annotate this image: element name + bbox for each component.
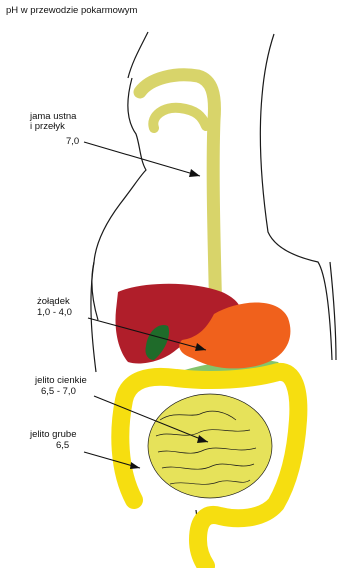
label-large-intestine-name: jelito grube [30, 429, 76, 440]
label-stomach-name: żołądek [37, 296, 70, 307]
esophagus [140, 75, 216, 320]
label-mouth-line2: i przełyk [30, 121, 65, 132]
label-large-intestine-ph: 6,5 [56, 440, 69, 451]
label-mouth-ph: 7,0 [66, 136, 79, 147]
mouth-pointer [84, 142, 200, 176]
label-small-intestine-name: jelito cienkie [35, 375, 87, 386]
label-small-intestine-ph: 6,5 - 7,0 [41, 386, 76, 397]
small-intestine [148, 394, 272, 498]
label-stomach-ph: 1,0 - 4,0 [37, 307, 72, 318]
